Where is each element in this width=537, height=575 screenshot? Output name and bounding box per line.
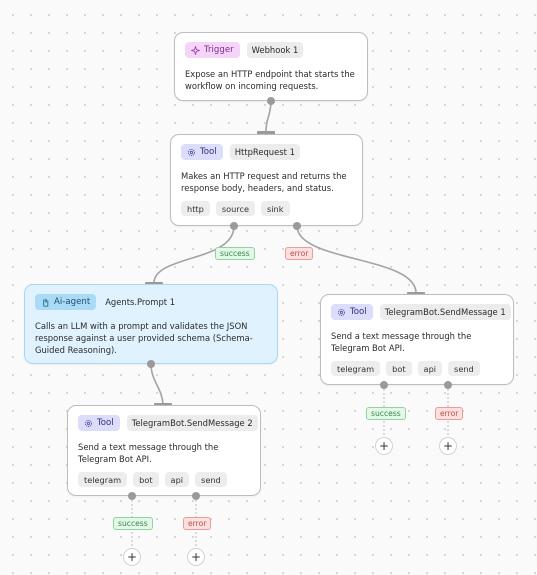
node-name: TelegramBot.SendMessage 2 <box>126 415 258 431</box>
node-type-badge: Tool <box>181 144 223 160</box>
telegram2-success-port[interactable] <box>128 492 136 500</box>
node-type-label: Trigger <box>204 45 234 55</box>
add-node-button[interactable]: + <box>187 548 205 566</box>
node-description: Calls an LLM with a prompt and validates… <box>35 321 253 355</box>
node-type-badge: Trigger <box>185 42 240 58</box>
node-description: Send a text message through the Telegram… <box>78 442 219 464</box>
edge-http-agent <box>153 225 235 284</box>
add-node-button[interactable]: + <box>375 437 393 455</box>
gear-icon <box>338 308 345 316</box>
node-name: TelegramBot.SendMessage 1 <box>379 304 511 320</box>
sparkle-icon <box>191 45 200 55</box>
telegram1-error-port[interactable] <box>444 381 452 389</box>
add-node-button[interactable]: + <box>123 548 141 566</box>
edge-label-success: success <box>366 407 406 420</box>
edge-http-telegram1 <box>296 225 417 294</box>
hand-icon <box>43 298 49 307</box>
tag: bot <box>133 472 159 487</box>
node-type-label: Tool <box>97 418 114 428</box>
edge-webhook-http <box>265 100 272 132</box>
tag: api <box>417 361 443 376</box>
node-type-label: Tool <box>350 307 367 317</box>
tag: http <box>181 201 210 216</box>
webhook-output-port[interactable] <box>267 97 275 105</box>
node-agent-header: Ai-agent Agents.Prompt 1 <box>35 294 177 310</box>
node-description: Expose an HTTP endpoint that starts the … <box>185 69 355 91</box>
tag: api <box>164 472 190 487</box>
gear-icon <box>188 148 195 156</box>
node-type-label: Tool <box>200 147 217 157</box>
tag: send <box>448 361 480 376</box>
node-http-header: Tool HttpRequest 1 <box>181 144 300 160</box>
node-type-badge: Ai-agent <box>35 294 97 310</box>
tag: telegram <box>78 472 128 487</box>
telegram2-error-port[interactable] <box>192 492 200 500</box>
node-tags: telegram bot api send <box>331 361 480 376</box>
tag: send <box>195 472 227 487</box>
node-name: Agents.Prompt 1 <box>105 297 176 307</box>
node-telegram-send-1[interactable]: Tool TelegramBot.SendMessage 1 Send a te… <box>320 294 514 385</box>
node-webhook[interactable]: Trigger Webhook 1 Expose an HTTP endpoin… <box>174 32 368 101</box>
telegram1-success-port[interactable] <box>380 381 388 389</box>
node-type-badge: Tool <box>78 415 120 431</box>
tag: sink <box>261 201 290 216</box>
node-description: Makes an HTTP request and returns the re… <box>181 171 347 193</box>
node-name: HttpRequest 1 <box>229 144 300 160</box>
node-telegram2-header: Tool TelegramBot.SendMessage 2 <box>78 415 258 431</box>
edge-agent-telegram2 <box>150 363 164 405</box>
edge-label-success: success <box>113 517 153 530</box>
edge-label-error: error <box>183 517 212 530</box>
node-type-label: Ai-agent <box>54 297 91 307</box>
tag: telegram <box>331 361 381 376</box>
node-http-request[interactable]: Tool HttpRequest 1 Makes an HTTP request… <box>170 134 363 226</box>
node-telegram1-header: Tool TelegramBot.SendMessage 1 <box>331 304 511 320</box>
node-telegram-send-2[interactable]: Tool TelegramBot.SendMessage 2 Send a te… <box>67 405 261 496</box>
add-node-button[interactable]: + <box>439 437 457 455</box>
http-input-handle[interactable] <box>257 131 275 135</box>
node-tags: http source sink <box>181 201 290 216</box>
gear-icon <box>85 419 92 427</box>
tag: source <box>215 201 256 216</box>
http-error-port[interactable] <box>293 222 301 230</box>
node-ai-agent[interactable]: Ai-agent Agents.Prompt 1 Calls an LLM wi… <box>24 284 278 364</box>
node-tags: telegram bot api send <box>78 472 227 487</box>
node-name: Webhook 1 <box>246 42 304 58</box>
node-description: Send a text message through the Telegram… <box>331 331 472 353</box>
node-webhook-header: Trigger Webhook 1 <box>185 42 304 58</box>
edge-label-error: error <box>435 407 464 420</box>
edge-label-error: error <box>285 247 314 260</box>
tag: bot <box>386 361 412 376</box>
node-type-badge: Tool <box>331 304 373 320</box>
edge-label-success: success <box>215 247 255 260</box>
http-success-port[interactable] <box>230 222 238 230</box>
agent-output-port[interactable] <box>147 360 155 368</box>
